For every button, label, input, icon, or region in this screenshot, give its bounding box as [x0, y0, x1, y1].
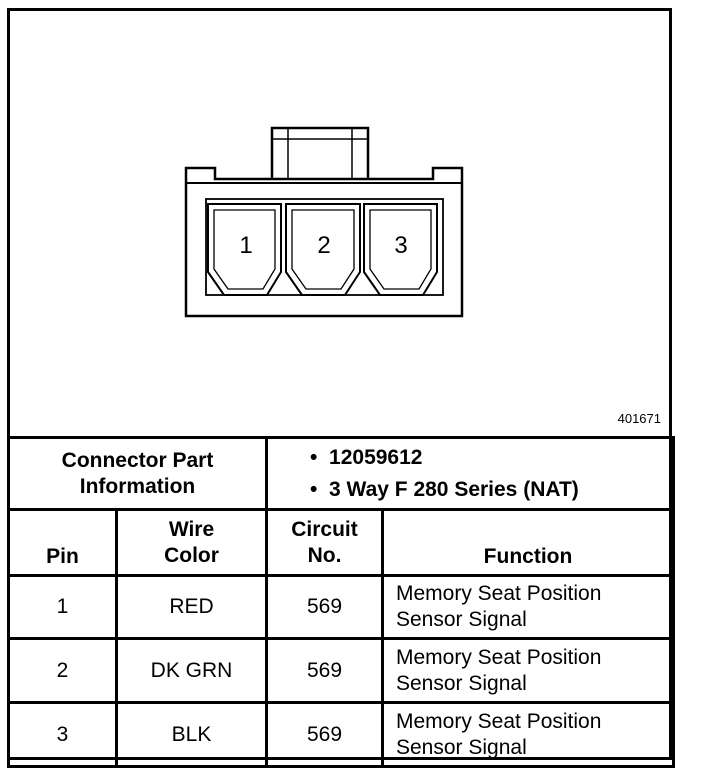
wire-color-cell: RED: [115, 574, 268, 640]
connector-drawing-area: 1 2 3 401671: [10, 11, 669, 436]
pin-cavity-1: [207, 203, 282, 296]
wire-color-column-header: Wire Color: [115, 508, 268, 577]
pin-label-2: 2: [317, 232, 330, 259]
pin-cell: 2: [7, 637, 118, 704]
circuit-cell: 569: [265, 637, 384, 704]
part-info-label: Connector Part Information: [7, 436, 268, 511]
function-column-header: Function: [380, 508, 676, 577]
part-number-item: • 12059612: [310, 445, 423, 469]
pin-cavity-3: [363, 203, 438, 296]
connector-info-table: Connector Part Information • 12059612 • …: [7, 436, 676, 768]
circuit-cell: 569: [265, 574, 384, 640]
function-cell: Memory Seat Position Sensor Signal: [380, 701, 676, 768]
pin-cell: 3: [7, 701, 118, 768]
circuit-cell: 569: [265, 701, 384, 768]
wire-color-cell: DK GRN: [115, 637, 268, 704]
table-row: 2 DK GRN 569 Memory Seat Position Sensor…: [7, 637, 676, 704]
pin-label-3: 3: [394, 232, 407, 259]
figure-number: 401671: [617, 411, 661, 426]
series-item: • 3 Way F 280 Series (NAT): [310, 477, 579, 501]
column-header-row: Pin Wire Color Circuit No. Function: [7, 508, 676, 577]
wire-color-cell: BLK: [115, 701, 268, 768]
pin-label-1: 1: [239, 232, 252, 259]
connector-face-drawing: 1 2 3: [184, 126, 464, 318]
pin-column-header: Pin: [7, 508, 118, 577]
pin-cavity-2: [285, 203, 361, 296]
pin-cell: 1: [7, 574, 118, 640]
diagram-frame: 1 2 3 401671 Connector Part Information …: [7, 8, 676, 768]
function-cell: Memory Seat Position Sensor Signal: [380, 574, 676, 640]
connector-latch: [270, 126, 370, 185]
circuit-column-header: Circuit No.: [265, 508, 384, 577]
table-row: 3 BLK 569 Memory Seat Position Sensor Si…: [7, 701, 676, 768]
part-info-values: • 12059612 • 3 Way F 280 Series (NAT): [264, 436, 676, 511]
table-row: 1 RED 569 Memory Seat Position Sensor Si…: [7, 574, 676, 640]
function-cell: Memory Seat Position Sensor Signal: [380, 637, 676, 704]
part-info-row: Connector Part Information • 12059612 • …: [7, 436, 676, 511]
